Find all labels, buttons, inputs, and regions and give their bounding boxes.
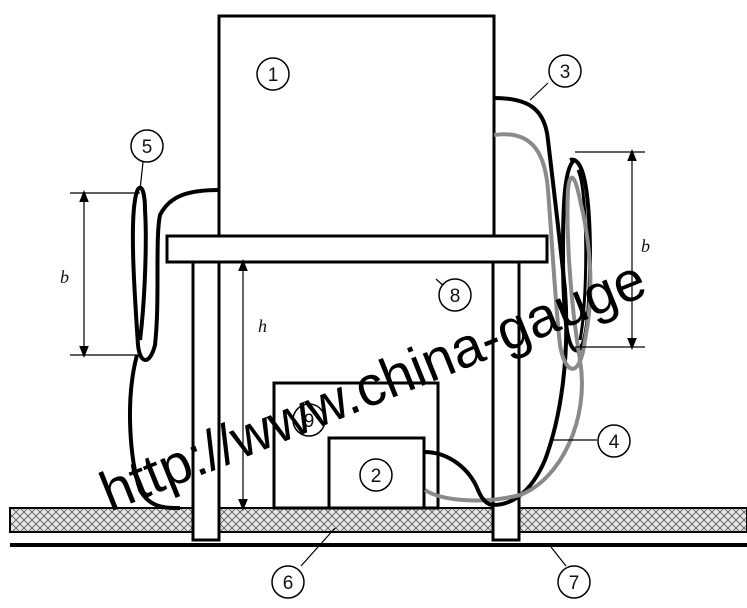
cable-grey xyxy=(423,132,593,503)
svg-text:6: 6 xyxy=(283,573,294,594)
svg-text:7: 7 xyxy=(569,573,580,594)
dim-label-b-right: b xyxy=(641,236,650,256)
callout-2: 2 xyxy=(359,458,393,492)
svg-text:9: 9 xyxy=(304,411,315,432)
svg-text:2: 2 xyxy=(371,466,382,487)
svg-text:3: 3 xyxy=(560,62,571,83)
dimension-b-left xyxy=(70,190,140,358)
dim-label-h: h xyxy=(258,316,267,336)
cable-left-loop xyxy=(130,185,220,362)
leader-lines xyxy=(139,82,597,567)
floor-base xyxy=(9,507,747,547)
callout-6: 6 xyxy=(271,565,305,599)
svg-text:8: 8 xyxy=(450,286,461,307)
callout-9: 9 xyxy=(292,403,326,437)
dimension-b-right xyxy=(575,149,645,350)
callout-5: 5 xyxy=(130,129,164,163)
callout-4: 4 xyxy=(597,424,631,458)
svg-text:1: 1 xyxy=(268,65,279,86)
callout-7: 7 xyxy=(557,565,591,599)
table-legs xyxy=(191,260,521,542)
svg-text:5: 5 xyxy=(142,137,153,158)
cable-box2 xyxy=(423,450,494,507)
callout-8: 8 xyxy=(438,278,472,312)
cable-left-drop xyxy=(127,354,181,510)
cable-right-coil-inner xyxy=(576,169,588,341)
table-top xyxy=(165,234,549,264)
cable-right-coil xyxy=(560,157,593,353)
svg-text:4: 4 xyxy=(609,432,620,453)
dim-label-b-left: b xyxy=(60,267,69,287)
device-1-box xyxy=(217,14,496,238)
callout-3: 3 xyxy=(548,54,582,88)
callout-1: 1 xyxy=(256,57,290,91)
